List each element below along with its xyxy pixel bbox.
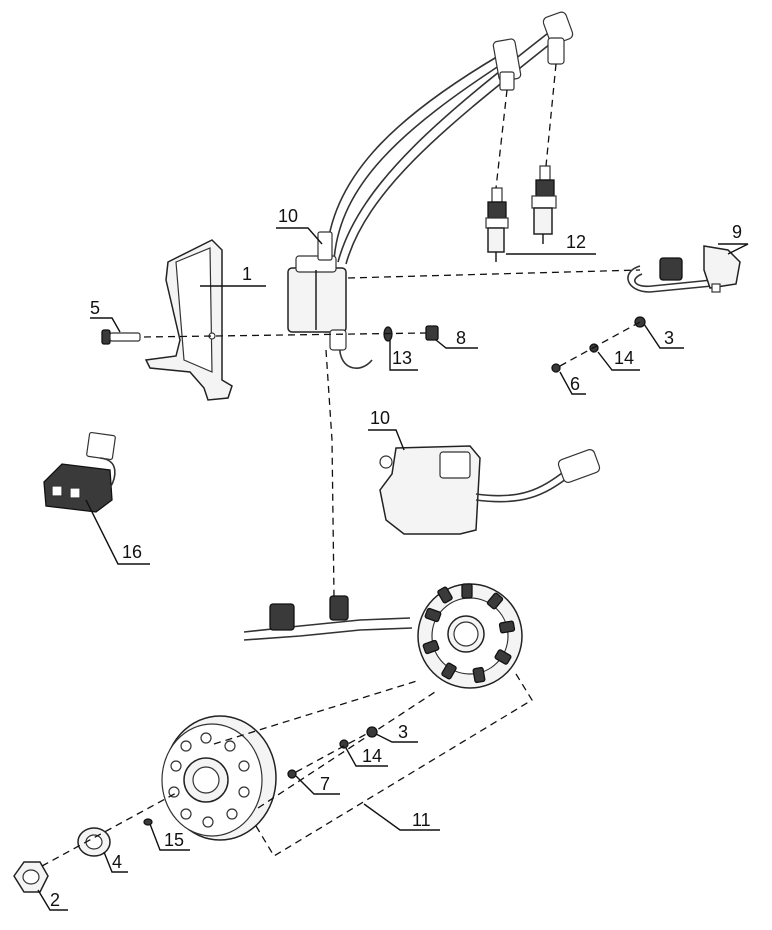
callout-1: 1: [242, 264, 252, 284]
mounting-bracket: [144, 239, 233, 401]
spark-plug-left: [485, 187, 509, 262]
callout-13: 13: [392, 348, 412, 368]
woodruff-key: [143, 818, 153, 826]
washer-3-upper: [634, 316, 646, 328]
callout-16: 16: [122, 542, 142, 562]
ignition-coil-detail: [379, 445, 601, 535]
bolt-7: [287, 769, 297, 779]
callout-10-upper: 10: [278, 206, 298, 226]
callout-labels: 1 2 3 3 4 5 6 7 8 9 10 10 11 12 13 14 14…: [50, 206, 742, 910]
flywheel-nut: [13, 861, 49, 893]
spark-plug-cap-left: [492, 38, 522, 91]
ignition-leads: [325, 29, 561, 369]
callout-10-middle: 10: [370, 408, 390, 428]
coil-nut: [425, 325, 439, 341]
callout-7: 7: [320, 774, 330, 794]
callout-3-upper: 3: [664, 328, 674, 348]
ignition-coil: [287, 231, 347, 351]
bracket-bolt: [101, 329, 141, 345]
stator-coils: [422, 583, 516, 684]
washer-14-lower: [339, 739, 349, 749]
stator-assembly: [243, 583, 523, 689]
flywheel-rotor: [161, 715, 277, 841]
bolt-6: [551, 363, 561, 373]
callout-11: 11: [412, 810, 431, 830]
callout-14-upper: 14: [614, 348, 634, 368]
callout-4: 4: [112, 852, 122, 872]
connector-harness: [627, 245, 741, 293]
callout-2: 2: [50, 890, 60, 910]
callout-3-lower: 3: [398, 722, 408, 742]
voltage-regulator: [43, 431, 116, 513]
flywheel-holes: [168, 732, 250, 828]
flywheel-washer: [77, 827, 111, 857]
callout-15: 15: [164, 830, 184, 850]
callout-8: 8: [456, 328, 466, 348]
callout-leaders: [37, 227, 749, 911]
spark-plug-cap-right: [542, 11, 574, 65]
spark-plug-right: [531, 165, 557, 244]
callout-6: 6: [570, 374, 580, 394]
washer-3-lower: [366, 726, 378, 738]
callout-12: 12: [566, 232, 586, 252]
callout-5: 5: [90, 298, 100, 318]
callout-14-lower: 14: [362, 746, 382, 766]
callout-9: 9: [732, 222, 742, 242]
